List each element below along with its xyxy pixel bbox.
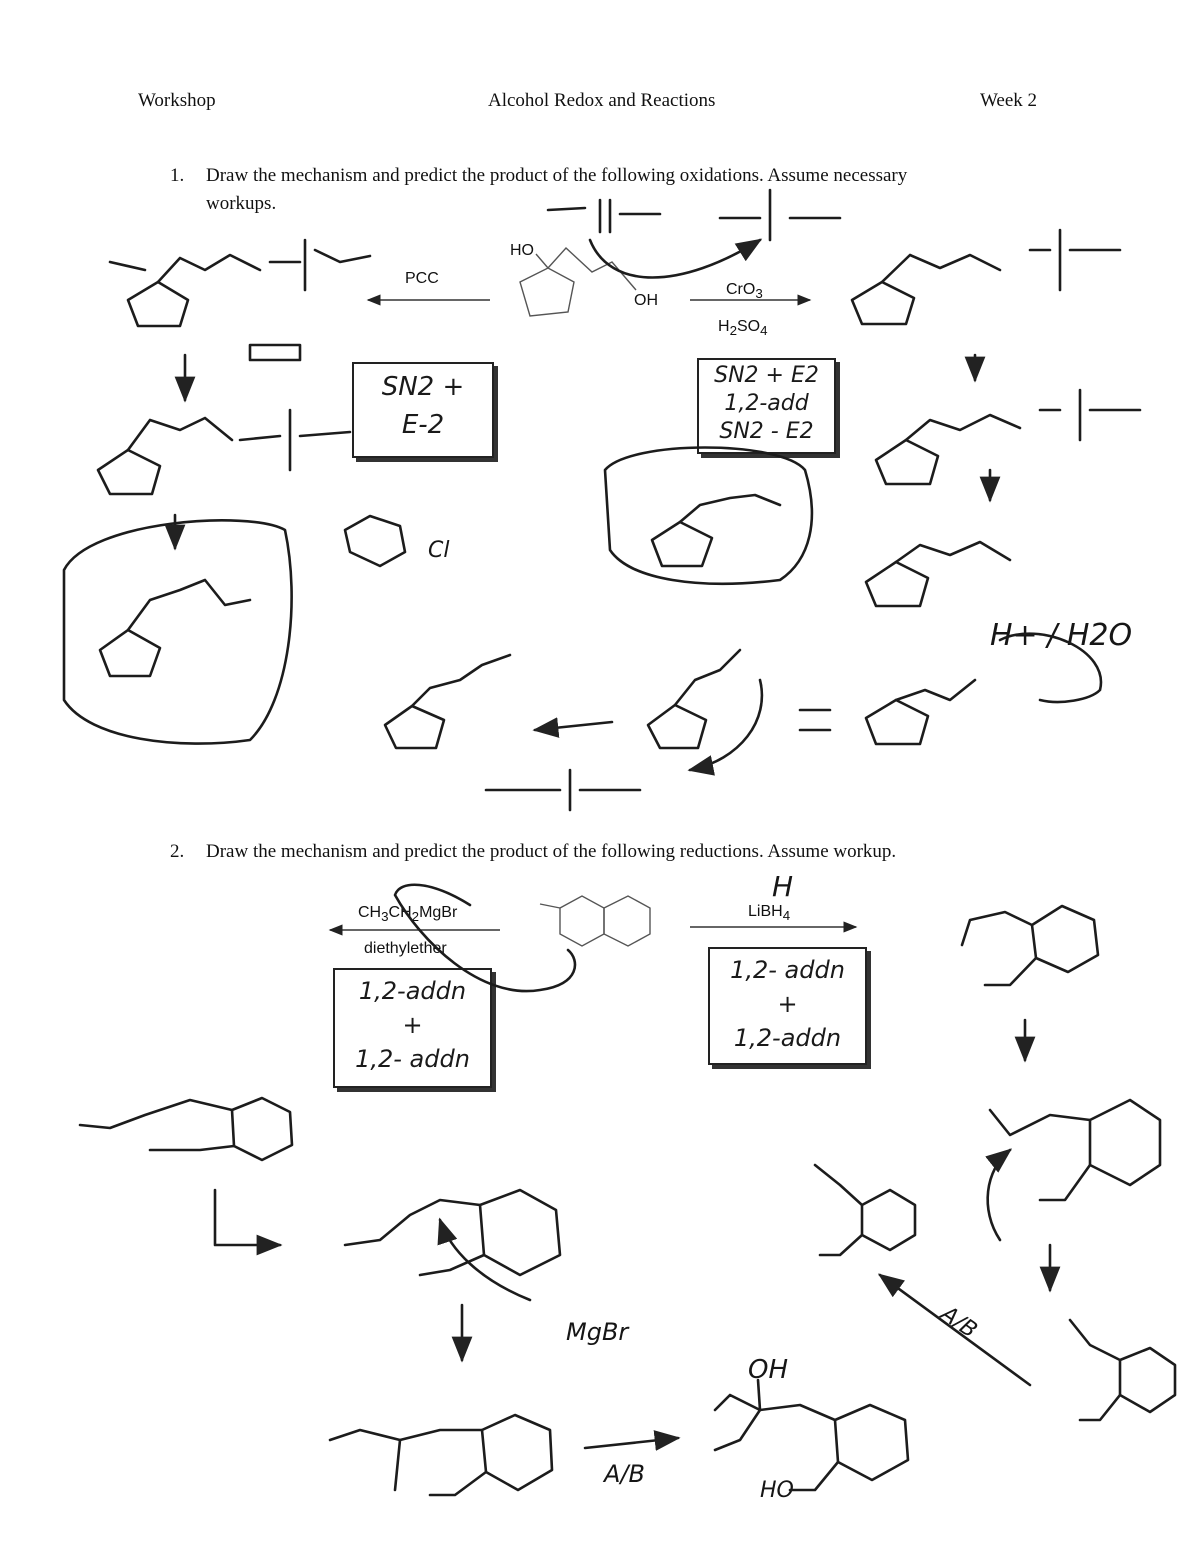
pyridine-sketch bbox=[343, 514, 407, 568]
mgbr-note: MgBr bbox=[566, 1318, 629, 1346]
q1-center-acid-product bbox=[603, 446, 814, 585]
q1-left-down-arrows bbox=[164, 353, 196, 551]
question-2-text: Draw the mechanism and predict the produ… bbox=[206, 841, 897, 862]
question-2: 2. Draw the mechanism and predict the pro… bbox=[170, 838, 1070, 866]
mechanism-box-q1-right: SN2 + E2 1,2-add SN2 - E2 bbox=[697, 358, 836, 454]
solvent-label: diethylether bbox=[364, 940, 447, 957]
pcc-reagent: PCC bbox=[405, 270, 439, 287]
hydride-note: H bbox=[772, 870, 794, 903]
mechanism-box-q2-right: 1,2- addn + 1,2-addn bbox=[708, 947, 867, 1065]
question-2-number: 2. bbox=[170, 841, 185, 862]
chloride-note: Cl bbox=[428, 538, 450, 563]
mechanism-box-q1-left: SN2 + E-2 bbox=[352, 362, 494, 458]
cro3-reagent: CrO3 bbox=[726, 281, 763, 302]
acid-base-label-1: A/B bbox=[604, 1460, 645, 1488]
header-right: Week 2 bbox=[980, 90, 1038, 111]
q1-left-intermediate-1 bbox=[108, 238, 372, 328]
q2-starting-lactone bbox=[539, 895, 651, 947]
start-ho-label: HO bbox=[510, 242, 534, 259]
q1-center-intermediates bbox=[383, 648, 764, 812]
product-ho-label: HO bbox=[760, 1478, 794, 1503]
chromate-sketch-top bbox=[546, 188, 842, 279]
h2so4-reagent: H2SO4 bbox=[718, 318, 768, 339]
q2-reaction-arrows bbox=[328, 883, 858, 993]
q1-right-intermediates bbox=[798, 228, 1142, 746]
q1-starting-material bbox=[519, 247, 637, 317]
question-1: 1. Draw the mechanism and predict the pro… bbox=[170, 162, 1020, 218]
libh4-reagent: LiBH4 bbox=[748, 903, 791, 924]
grignard-reagent: CH3CH2MgBr bbox=[358, 904, 458, 925]
question-1-number: 1. bbox=[170, 165, 185, 186]
start-oh-label: OH bbox=[634, 292, 658, 309]
q2-left-intermediates bbox=[78, 1096, 910, 1497]
q1-left-product-outline bbox=[62, 519, 293, 745]
q1-left-intermediate-2 bbox=[96, 343, 352, 496]
question-1-text-line1: Draw the mechanism and predict the produ… bbox=[206, 165, 908, 186]
product-oh-label: OH bbox=[748, 1355, 789, 1385]
mechanism-box-q2-left: 1,2-addn + 1,2- addn bbox=[333, 968, 492, 1088]
header-title: Alcohol Redox and Reactions bbox=[488, 90, 716, 111]
question-1-text-line2: workups. bbox=[206, 193, 277, 214]
q2-right-intermediates bbox=[813, 904, 1177, 1422]
header-left: Workshop bbox=[138, 90, 216, 111]
